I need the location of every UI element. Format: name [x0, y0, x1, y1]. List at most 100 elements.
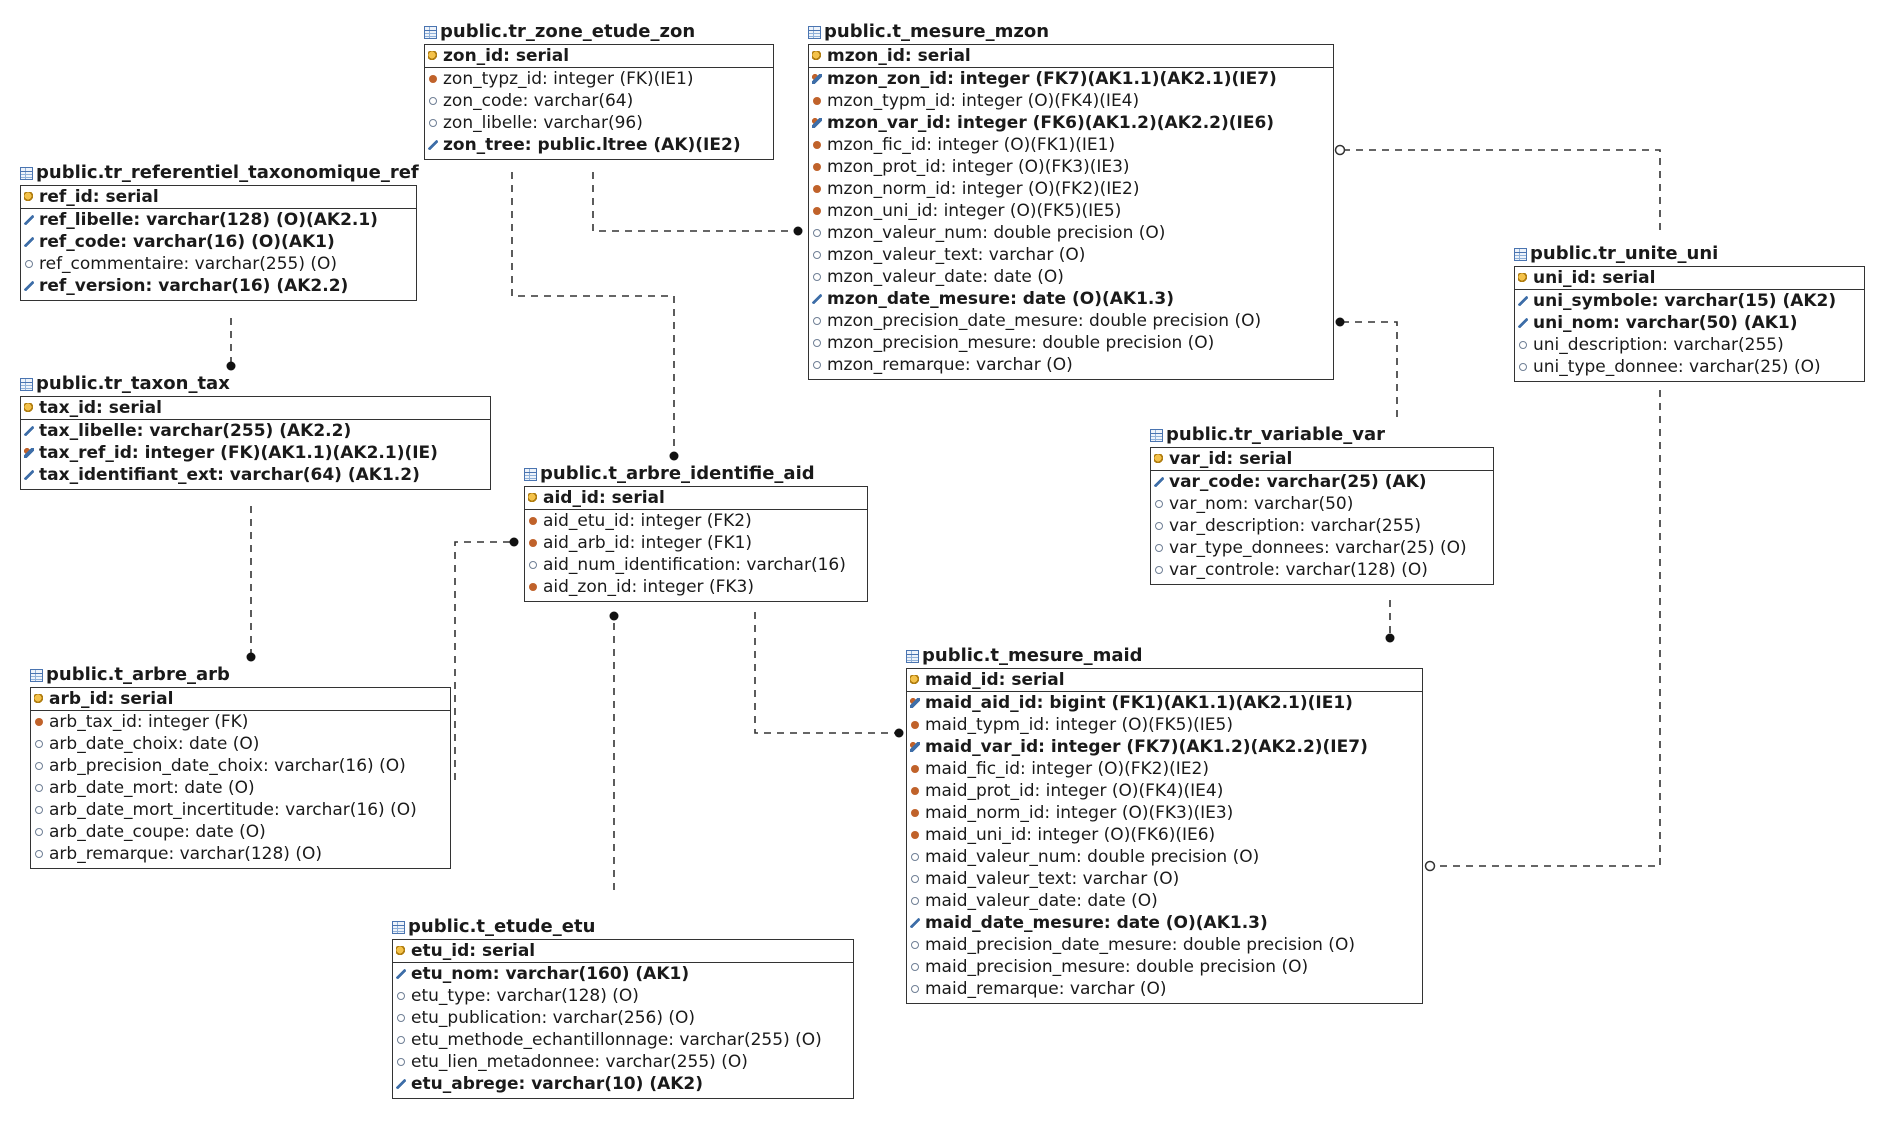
column-row[interactable]: maid_date_mesure: date (O)(AK1.3): [907, 912, 1422, 934]
primary-key-row[interactable]: aid_id: serial: [525, 487, 867, 510]
relationship-t-arbre-identifie-aid-to-t-mesure-maid[interactable]: [754, 612, 904, 738]
relationship-tr-variable-var-to-t-mesure-mzon[interactable]: [1335, 317, 1398, 418]
primary-key-row[interactable]: tax_id: serial: [21, 397, 490, 420]
column-row[interactable]: maid_uni_id: integer (O)(FK6)(IE6): [907, 824, 1422, 846]
column-row[interactable]: ref_version: varchar(16) (AK2.2): [21, 275, 416, 297]
primary-key-row[interactable]: uni_id: serial: [1515, 267, 1864, 290]
column-row[interactable]: aid_zon_id: integer (FK3): [525, 576, 867, 598]
primary-key-row[interactable]: maid_id: serial: [907, 669, 1422, 692]
column-row[interactable]: tax_libelle: varchar(255) (AK2.2): [21, 420, 490, 442]
column-row[interactable]: ref_code: varchar(16) (O)(AK1): [21, 231, 416, 253]
column-row[interactable]: mzon_precision_mesure: double precision …: [809, 332, 1333, 354]
column-row[interactable]: mzon_remarque: varchar (O): [809, 354, 1333, 376]
column-row[interactable]: arb_precision_date_choix: varchar(16) (O…: [31, 755, 450, 777]
column-row[interactable]: var_code: varchar(25) (AK): [1151, 471, 1493, 493]
column-row[interactable]: aid_arb_id: integer (FK1): [525, 532, 867, 554]
relationship-tr-referentiel-taxonomique-ref-to-tr-taxon-tax[interactable]: [226, 318, 236, 371]
relationship-tr-taxon-tax-to-t-arbre-arb[interactable]: [246, 506, 256, 662]
column-row[interactable]: arb_date_choix: date (O): [31, 733, 450, 755]
column-row[interactable]: etu_lien_metadonnee: varchar(255) (O): [393, 1051, 853, 1073]
column-row[interactable]: aid_num_identification: varchar(16): [525, 554, 867, 576]
column-row[interactable]: mzon_uni_id: integer (O)(FK5)(IE5): [809, 200, 1333, 222]
column-row[interactable]: uni_nom: varchar(50) (AK1): [1515, 312, 1864, 334]
entity-title: public.tr_referentiel_taxonomique_ref: [20, 161, 419, 185]
column-row[interactable]: etu_nom: varchar(160) (AK1): [393, 963, 853, 985]
primary-key-row[interactable]: arb_id: serial: [31, 688, 450, 711]
primary-key-row[interactable]: etu_id: serial: [393, 940, 853, 963]
column-row[interactable]: mzon_fic_id: integer (O)(FK1)(IE1): [809, 134, 1333, 156]
column-row[interactable]: var_nom: varchar(50): [1151, 493, 1493, 515]
column-row[interactable]: mzon_var_id: integer (FK6)(AK1.2)(AK2.2)…: [809, 112, 1333, 134]
column-row[interactable]: tax_ref_id: integer (FK)(AK1.1)(AK2.1)(I…: [21, 442, 490, 464]
column-row[interactable]: uni_type_donnee: varchar(25) (O): [1515, 356, 1864, 378]
column-row[interactable]: var_description: varchar(255): [1151, 515, 1493, 537]
column-row[interactable]: maid_valeur_num: double precision (O): [907, 846, 1422, 868]
column-row[interactable]: var_controle: varchar(128) (O): [1151, 559, 1493, 581]
column-row[interactable]: mzon_valeur_num: double precision (O): [809, 222, 1333, 244]
column-row[interactable]: maid_norm_id: integer (O)(FK3)(IE3): [907, 802, 1422, 824]
relationship-tr-unite-uni-to-t-mesure-mzon[interactable]: [1334, 144, 1661, 231]
column-row[interactable]: maid_fic_id: integer (O)(FK2)(IE2): [907, 758, 1422, 780]
column-row[interactable]: mzon_valeur_text: varchar (O): [809, 244, 1333, 266]
primary-key-row[interactable]: ref_id: serial: [21, 186, 416, 209]
relationship-t-arbre-arb-to-t-arbre-identifie-aid[interactable]: [454, 537, 519, 781]
column-row[interactable]: maid_aid_id: bigint (FK1)(AK1.1)(AK2.1)(…: [907, 692, 1422, 714]
relationship-tr-unite-uni-to-t-mesure-maid[interactable]: [1424, 390, 1661, 872]
relationship-tr-zone-etude-zon-to-t-arbre-identifie-aid[interactable]: [511, 172, 679, 461]
column-row[interactable]: maid_remarque: varchar (O): [907, 978, 1422, 1000]
column-row[interactable]: mzon_precision_date_mesure: double preci…: [809, 310, 1333, 332]
column-row[interactable]: tax_identifiant_ext: varchar(64) (AK1.2): [21, 464, 490, 486]
column-row[interactable]: arb_date_mort_incertitude: varchar(16) (…: [31, 799, 450, 821]
relationship-tr-variable-var-to-t-mesure-maid[interactable]: [1385, 600, 1395, 643]
column-row[interactable]: ref_libelle: varchar(128) (O)(AK2.1): [21, 209, 416, 231]
column-row[interactable]: maid_valeur_date: date (O): [907, 890, 1422, 912]
column-row[interactable]: etu_methode_echantillonnage: varchar(255…: [393, 1029, 853, 1051]
column-row[interactable]: etu_abrege: varchar(10) (AK2): [393, 1073, 853, 1095]
column-row[interactable]: zon_libelle: varchar(96): [425, 112, 773, 134]
primary-key-row[interactable]: var_id: serial: [1151, 448, 1493, 471]
column-row[interactable]: arb_date_mort: date (O): [31, 777, 450, 799]
column-row[interactable]: mzon_date_mesure: date (O)(AK1.3): [809, 288, 1333, 310]
column-row[interactable]: maid_valeur_text: varchar (O): [907, 868, 1422, 890]
column-row[interactable]: uni_symbole: varchar(15) (AK2): [1515, 290, 1864, 312]
column-row[interactable]: mzon_zon_id: integer (FK7)(AK1.1)(AK2.1)…: [809, 68, 1333, 90]
column-row[interactable]: mzon_typm_id: integer (O)(FK4)(IE4): [809, 90, 1333, 112]
primary-key-row[interactable]: zon_id: serial: [425, 45, 773, 68]
column-row[interactable]: arb_tax_id: integer (FK): [31, 711, 450, 733]
column-row[interactable]: maid_precision_date_mesure: double preci…: [907, 934, 1422, 956]
column-row[interactable]: var_type_donnees: varchar(25) (O): [1151, 537, 1493, 559]
column-row[interactable]: ref_commentaire: varchar(255) (O): [21, 253, 416, 275]
column-row[interactable]: zon_typz_id: integer (FK)(IE1): [425, 68, 773, 90]
column-row[interactable]: mzon_valeur_date: date (O): [809, 266, 1333, 288]
column-row[interactable]: mzon_norm_id: integer (O)(FK2)(IE2): [809, 178, 1333, 200]
column-row[interactable]: etu_type: varchar(128) (O): [393, 985, 853, 1007]
column-row[interactable]: zon_tree: public.ltree (AK)(IE2): [425, 134, 773, 156]
relationship-tr-zone-etude-zon-to-t-mesure-mzon[interactable]: [592, 172, 803, 236]
relationship-line: [592, 172, 798, 232]
relationship-t-etude-etu-to-t-arbre-identifie-aid[interactable]: [609, 611, 619, 891]
column-row[interactable]: maid_var_id: integer (FK7)(AK1.2)(AK2.2)…: [907, 736, 1422, 758]
column-row[interactable]: maid_typm_id: integer (O)(FK5)(IE5): [907, 714, 1422, 736]
column-row[interactable]: maid_prot_id: integer (O)(FK4)(IE4): [907, 780, 1422, 802]
primary-key-text: zon_id: serial: [443, 46, 570, 66]
column-row[interactable]: maid_precision_mesure: double precision …: [907, 956, 1422, 978]
primary-key-row[interactable]: mzon_id: serial: [809, 45, 1333, 68]
column-row[interactable]: arb_remarque: varchar(128) (O): [31, 843, 450, 865]
column-row[interactable]: uni_description: varchar(255): [1515, 334, 1864, 356]
column-row[interactable]: aid_etu_id: integer (FK2): [525, 510, 867, 532]
column-row[interactable]: arb_date_coupe: date (O): [31, 821, 450, 843]
column-row[interactable]: mzon_prot_id: integer (O)(FK3)(IE3): [809, 156, 1333, 178]
many-end-marker: [669, 451, 679, 461]
column-row[interactable]: zon_code: varchar(64): [425, 90, 773, 112]
column-row[interactable]: etu_publication: varchar(256) (O): [393, 1007, 853, 1029]
